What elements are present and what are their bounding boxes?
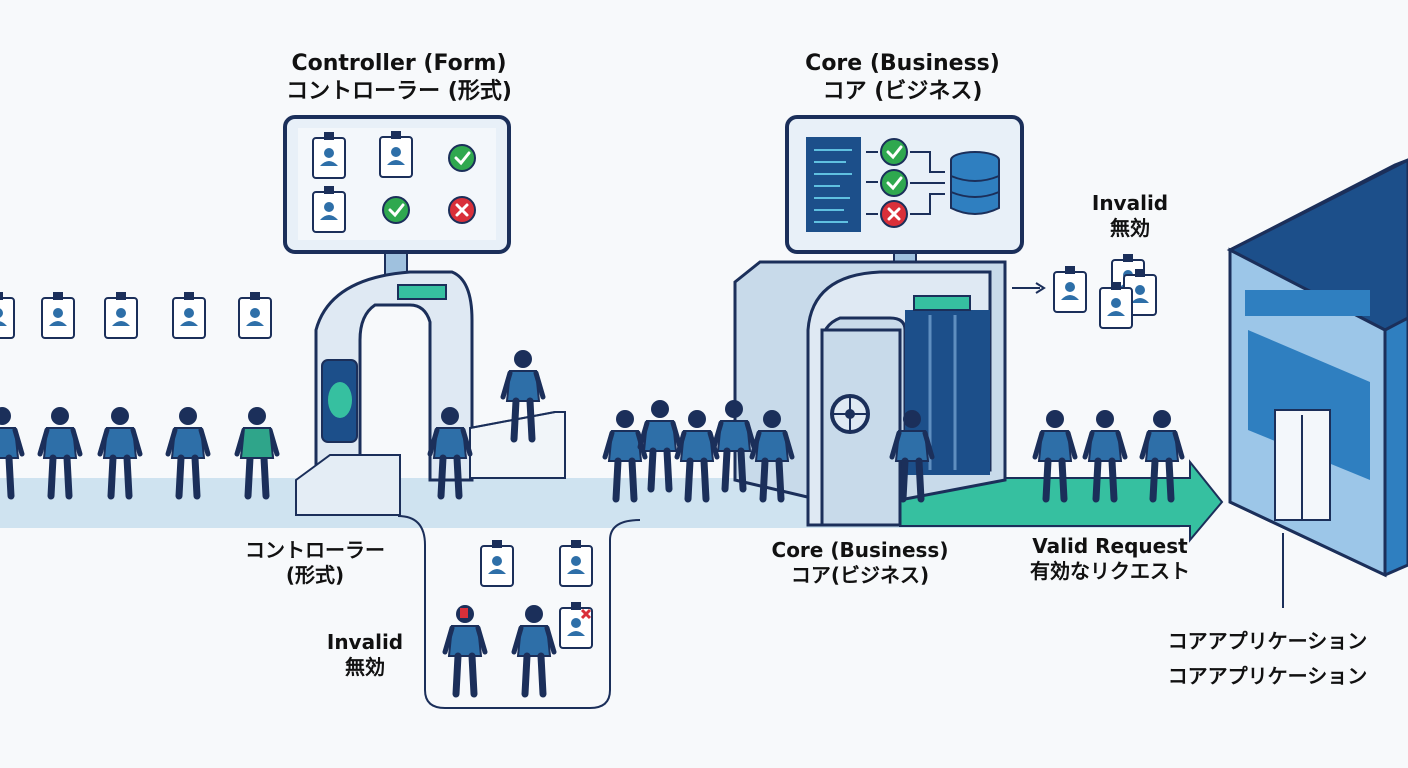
invalid-top-label: Invalid 無効 <box>1070 191 1190 241</box>
invalid-people <box>445 605 554 694</box>
valid-request-ja: 有効なリクエスト <box>1030 559 1190 583</box>
controller-floor-label: コントローラー (形式) <box>230 538 400 588</box>
core-screen <box>785 115 1024 279</box>
core-app-line1: コアアプリケーション <box>1167 629 1368 653</box>
invalid-top-en: Invalid <box>1091 191 1169 215</box>
core-application-building <box>1226 158 1408 608</box>
invalid-top-ja: 無効 <box>1110 216 1150 240</box>
core-app-label: コアアプリケーション コアアプリケーション <box>1145 624 1390 694</box>
core-title: Core (Business) コア (ビジネス) <box>780 50 1025 105</box>
controller-title-ja: コントローラー (形式) <box>286 78 512 104</box>
invalid-badges-top <box>1012 253 1157 329</box>
core-title-ja: コア (ビジネス) <box>822 78 983 104</box>
queue-badges <box>0 291 272 339</box>
valid-request-label: Valid Request 有効なリクエスト <box>1010 534 1210 584</box>
core-app-line2: コアアプリケーション <box>1167 664 1368 688</box>
valid-request-en: Valid Request <box>1032 534 1188 558</box>
invalid-detour-path <box>397 515 641 709</box>
controller-title-en: Controller (Form) <box>291 51 507 76</box>
invalid-group-badges <box>480 539 593 649</box>
core-floor-ja: コア(ビジネス) <box>790 563 930 587</box>
core-title-en: Core (Business) <box>805 51 1000 76</box>
queue-people <box>0 407 277 496</box>
core-floor-en: Core (Business) <box>771 538 949 562</box>
invalid-bottom-label: Invalid 無効 <box>310 630 420 680</box>
controller-floor-line2: (形式) <box>285 563 345 587</box>
core-vault <box>733 260 1007 527</box>
core-floor-label: Core (Business) コア(ビジネス) <box>755 538 965 588</box>
invalid-bottom-en: Invalid <box>326 630 404 654</box>
controller-floor-line1: コントローラー <box>245 538 385 562</box>
controller-screen <box>283 115 511 283</box>
controller-title: Controller (Form) コントローラー (形式) <box>270 50 528 105</box>
invalid-bottom-ja: 無効 <box>345 655 385 679</box>
controller-gate <box>295 270 474 516</box>
